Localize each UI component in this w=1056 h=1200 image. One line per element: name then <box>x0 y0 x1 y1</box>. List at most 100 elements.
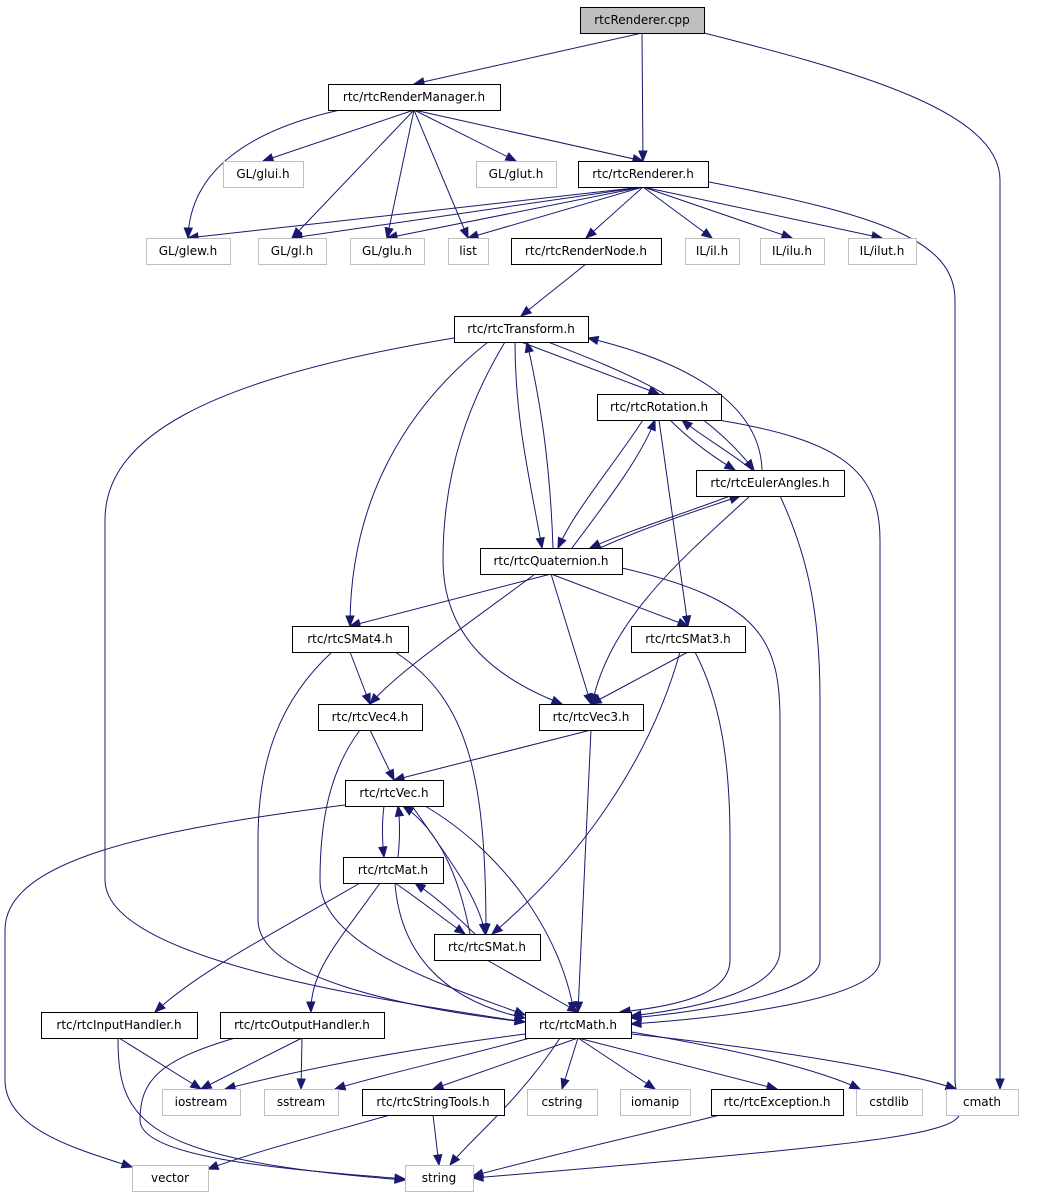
edge-arrowhead <box>848 1080 862 1090</box>
edge-rtcEulerAngles_h-to-rtcRotation_h <box>680 419 753 471</box>
node-box <box>258 238 327 265</box>
edge-rtcMat_h-to-rtcOutputHandler_h <box>306 882 381 1014</box>
node-rtcInputHandler-h[interactable]: rtc/rtcInputHandler.h <box>41 1012 198 1039</box>
edge-arrowhead <box>199 1080 213 1090</box>
node-rtcTransform-h[interactable]: rtc/rtcTransform.h <box>454 316 589 343</box>
edge-arrowhead <box>504 152 518 162</box>
edge-arrowhead <box>471 1168 485 1178</box>
edge-line <box>413 32 643 85</box>
node-rtcSMat-h[interactable]: rtc/rtcSMat.h <box>434 934 541 961</box>
node-rtcRotation-h[interactable]: rtc/rtcRotation.h <box>597 394 722 421</box>
edge-rtcTransform_h-to-rtcVec3_h <box>442 341 564 705</box>
node-label: rtc/rtcException.h <box>724 1095 831 1109</box>
edge-line <box>413 109 517 162</box>
node-label: rtc/rtcRenderManager.h <box>343 90 485 104</box>
node-label: rtc/rtcEulerAngles.h <box>710 476 829 490</box>
edge-line <box>599 495 741 549</box>
node-box <box>511 238 662 265</box>
edge-rtcTransform_h-to-rtcQuaternion_h <box>514 341 545 550</box>
node-label: vector <box>151 1171 189 1185</box>
node-rtcRenderNode-h[interactable]: rtc/rtcRenderNode.h <box>511 238 662 265</box>
edge-rtcSMat_h-to-rtcMath_h <box>486 959 580 1013</box>
edge-rtcSMat_h-to-rtcMat_h <box>413 882 476 935</box>
node-rtcStringTools-h[interactable]: rtc/rtcStringTools.h <box>362 1089 505 1116</box>
edge-arrowhead <box>643 1079 657 1090</box>
edge-arrowhead <box>680 419 694 431</box>
edge-rtcStringTools_h-to-string <box>432 1114 443 1167</box>
edge-rtcRenderer_cpp-to-rtcRenderManager_h <box>412 32 643 87</box>
edge-line <box>291 109 415 239</box>
node-rtcVec-h[interactable]: rtc/rtcVec.h <box>345 780 444 807</box>
node-box <box>146 238 231 265</box>
node-box <box>434 934 541 961</box>
edge-arrowhead <box>433 1154 443 1167</box>
edge-arrowhead <box>361 692 371 706</box>
edge-rtcSMat3_h-to-rtcVec3_h <box>589 651 689 705</box>
edge-line <box>200 1037 303 1090</box>
edge-rtcRenderManager_h-to-rtcRenderer_h <box>413 109 645 164</box>
node-label: rtc/rtcSMat.h <box>448 940 526 954</box>
edge-line <box>394 882 466 935</box>
edge-arrowhead <box>566 1002 580 1013</box>
node-rtcOutputHandler-h[interactable]: rtc/rtcOutputHandler.h <box>220 1012 385 1039</box>
edge-line <box>630 1033 957 1090</box>
node-box <box>620 1089 691 1116</box>
edge-arrowhead <box>189 1079 203 1090</box>
node-rtcVec3-h[interactable]: rtc/rtcVec3.h <box>539 704 644 731</box>
node-box <box>856 1089 923 1116</box>
edge-line <box>334 1037 531 1090</box>
node-label: rtc/rtcVec4.h <box>332 710 409 724</box>
node-box <box>711 1089 844 1116</box>
node-label: rtc/rtcInputHandler.h <box>56 1018 181 1032</box>
node-rtcSMat3-h[interactable]: rtc/rtcSMat3.h <box>631 626 746 653</box>
edge-line <box>550 573 689 627</box>
node-rtcVec4-h[interactable]: rtc/rtcVec4.h <box>318 704 423 731</box>
node-label: GL/glut.h <box>489 167 544 181</box>
node-box <box>480 548 623 575</box>
edge-rtcMat_h-to-rtcMath_h <box>394 882 527 1021</box>
edge-line <box>411 805 486 935</box>
edge-line <box>577 1037 778 1090</box>
node-rtcRenderManager-h[interactable]: rtc/rtcRenderManager.h <box>328 84 501 111</box>
edge-line <box>658 419 689 627</box>
edge-rtcStringTools_h-to-vector <box>206 1114 391 1170</box>
edge-arrowhead <box>401 805 415 816</box>
node-rtcSMat4-h[interactable]: rtc/rtcSMat4.h <box>292 626 409 653</box>
edge-arrowhead <box>333 1081 347 1091</box>
node-rtcRenderer-cpp[interactable]: rtcRenderer.cpp <box>580 7 705 34</box>
edge-line <box>349 573 552 627</box>
edge-line <box>104 337 526 1023</box>
edge-rtcOutputHandler_h-to-string <box>139 1037 407 1183</box>
node-label: rtc/rtcSMat3.h <box>645 632 731 646</box>
edge-arrowhead <box>560 1077 570 1091</box>
node-rtcMath-h[interactable]: rtc/rtcMath.h <box>525 1012 632 1039</box>
node-box <box>597 394 722 421</box>
edge-rtcVec_h-to-vector <box>4 804 346 1169</box>
edge-line <box>669 419 736 471</box>
node-box <box>631 626 746 653</box>
node-string: string <box>405 1165 474 1192</box>
node-label: rtc/rtcRenderNode.h <box>525 244 647 258</box>
edge-line <box>402 805 471 935</box>
edge-arrowhead <box>700 227 714 239</box>
node-rtcEulerAngles-h[interactable]: rtc/rtcEulerAngles.h <box>696 470 845 497</box>
edge-line <box>472 1114 721 1177</box>
edge-rtcQuaternion_h-to-rtcSMat3_h <box>550 573 690 627</box>
node-label: cstdlib <box>869 1095 908 1109</box>
edge-line <box>587 337 763 471</box>
edge-arrowhead <box>723 460 737 471</box>
edge-line <box>369 573 536 705</box>
edge-arrowhead <box>573 1001 584 1014</box>
node-label: rtc/rtcTransform.h <box>467 322 575 336</box>
node-sstream: sstream <box>264 1089 339 1116</box>
node-rtcRenderer-h[interactable]: rtc/rtcRenderer.h <box>578 161 709 188</box>
node-IL-il-h: IL/il.h <box>685 238 740 265</box>
node-rtcMat-h[interactable]: rtc/rtcMat.h <box>343 857 444 884</box>
edge-rtcVec3_h-to-rtcMath_h <box>573 729 592 1014</box>
node-rtcException-h[interactable]: rtc/rtcException.h <box>711 1089 844 1116</box>
edge-line <box>207 1114 391 1170</box>
edge-rtcSMat3_h-to-rtcSMat_h <box>490 651 681 935</box>
edge-arrowhead <box>513 1011 527 1021</box>
node-rtcQuaternion-h[interactable]: rtc/rtcQuaternion.h <box>480 548 623 575</box>
edge-arrowhead <box>478 922 489 936</box>
